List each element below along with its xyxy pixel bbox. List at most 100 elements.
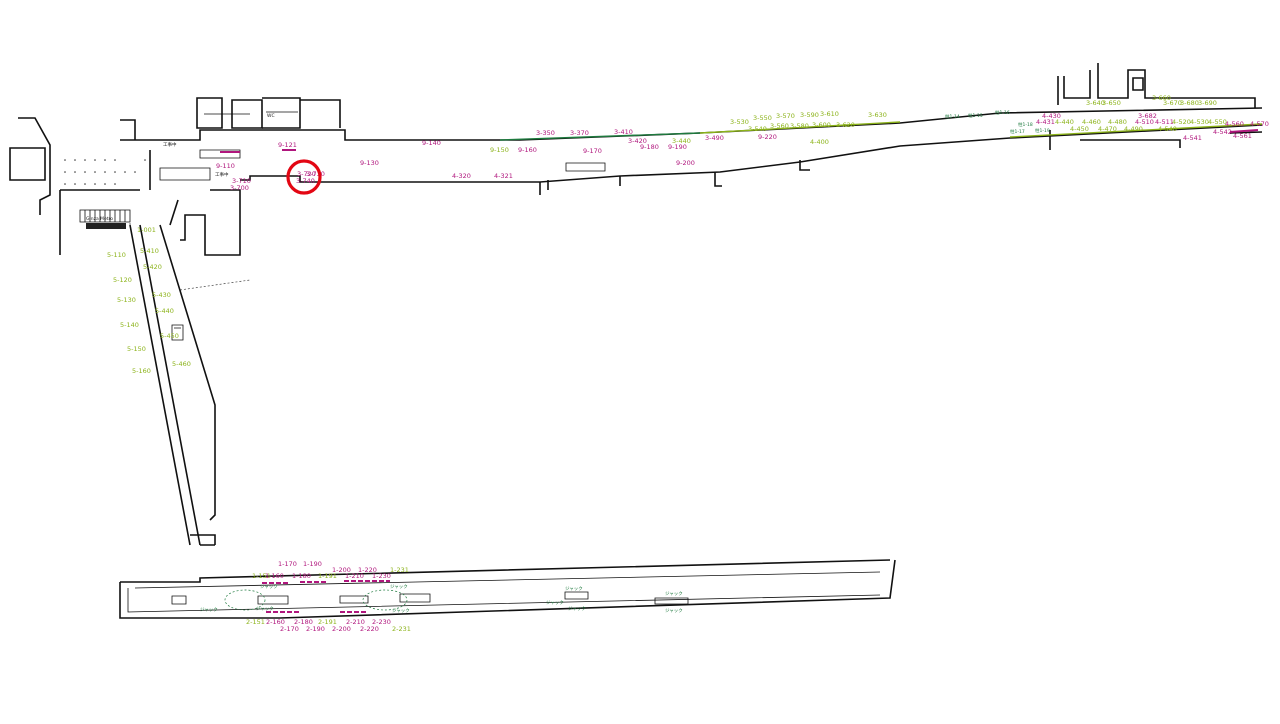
platform-code-label: 2-220 xyxy=(360,625,379,633)
concourse-code-label: 柱1-15 xyxy=(968,112,983,119)
concourse-code-label: 柱1-16 xyxy=(995,109,1010,116)
concourse-code-label: 3-700 xyxy=(230,184,249,192)
platform-code-label: 1-190 xyxy=(303,560,322,568)
corridor-code-label: 5-440 xyxy=(155,307,174,315)
concourse-code-label: 4-320 xyxy=(452,172,471,180)
code-labels: 9-1219-1103-7203-7303-7403-7103-7009-130… xyxy=(107,94,1269,633)
concourse-code-label: 3-420 xyxy=(628,137,647,145)
concourse-code-label: 9-190 xyxy=(668,143,687,151)
platform-code-label: 1-180 xyxy=(292,572,311,580)
jack-label-3: ジャック xyxy=(256,606,274,612)
platform-code-label: 2-160 xyxy=(266,618,285,626)
concourse-code-label: 3-550 xyxy=(753,114,772,122)
concourse-code-label: 3-580 xyxy=(790,122,809,130)
concourse-code-label: 4-570 xyxy=(1250,120,1269,128)
concourse-code-label: 9-220 xyxy=(758,133,777,141)
platform-code-label: 2-210 xyxy=(346,618,365,626)
concourse-code-label: 3-720 xyxy=(297,170,316,178)
corridor-code-label: 5-130 xyxy=(117,296,136,304)
platform-code-label: 1-151 xyxy=(252,572,271,580)
wc-label: WC xyxy=(267,113,275,119)
platform-level xyxy=(119,559,896,619)
jack-label-7: ジャック xyxy=(546,600,564,606)
concourse-code-label: 4-321 xyxy=(494,172,513,180)
platform-code-label: 2-200 xyxy=(332,625,351,633)
concourse-code-label: 3-710 xyxy=(232,177,251,185)
concourse-code-label: 9-110 xyxy=(216,162,235,170)
concourse-code-label: 4-541 xyxy=(1183,134,1202,142)
concourse-code-label: 4-560 xyxy=(1225,120,1244,128)
concourse-code-label: 3-730 xyxy=(306,170,325,178)
concourse-code-label: 3-560 xyxy=(770,122,789,130)
concourse-code-label: 9-150 xyxy=(490,146,509,154)
concourse-code-label: 4-530 xyxy=(1190,118,1209,126)
corridor-code-label: 5-160 xyxy=(132,367,151,375)
concourse-code-label: 9-170 xyxy=(583,147,602,155)
corridor-code-label: 5-120 xyxy=(113,276,132,284)
concourse-code-label: 4-440 xyxy=(1055,118,1074,126)
highlight-circle xyxy=(286,159,322,195)
concourse-code-label: 3-440 xyxy=(672,137,691,145)
jack-label-1: ジャック xyxy=(260,584,278,590)
concourse-code-label: 3-590 xyxy=(800,111,819,119)
platform-code-label: 1-210 xyxy=(345,572,364,580)
platform-code-label: 1-160 xyxy=(265,572,284,580)
concourse-code-label: 4-542 xyxy=(1213,128,1232,136)
concourse-code-label: 9-200 xyxy=(676,159,695,167)
concourse-code-label: 3-540 xyxy=(748,125,767,133)
corridor-code-label: 5-450 xyxy=(160,332,179,340)
concourse-code-label: 3-490 xyxy=(705,134,724,142)
concourse-code-label: 4-480 xyxy=(1108,118,1127,126)
platform-code-label: 1-170 xyxy=(278,560,297,568)
corridor-code-label: 5-430 xyxy=(152,291,171,299)
concourse-code-label: 9-130 xyxy=(360,159,379,167)
concourse-code-label: 3-670 xyxy=(1163,99,1182,107)
corridor-code-label: 1-001 xyxy=(137,226,156,234)
platform-code-label: 2-230 xyxy=(372,618,391,626)
platform-code-label: 1-220 xyxy=(358,566,377,574)
concourse-code-label: 9-121 xyxy=(278,141,297,149)
corridor-code-label: 5-420 xyxy=(143,263,162,271)
platform-code-label: 1-200 xyxy=(332,566,351,574)
concourse-accents xyxy=(220,121,1263,153)
platform-code-label: 2-151 xyxy=(246,618,265,626)
platform-code-label: 2-180 xyxy=(294,618,313,626)
concourse-code-label: 3-570 xyxy=(776,112,795,120)
platform-code-label: 2-190 xyxy=(306,625,325,633)
concourse-code-label: 3-650 xyxy=(1102,99,1121,107)
concourse-code-label: 3-370 xyxy=(570,129,589,137)
platform-code-label: 2-170 xyxy=(280,625,299,633)
concourse-code-label: 3-410 xyxy=(614,128,633,136)
platform-code-label: 2-191 xyxy=(318,618,337,626)
concourse-code-label: 3-610 xyxy=(820,110,839,118)
platform-code-label: 2-231 xyxy=(392,625,411,633)
concourse-code-label: 3-350 xyxy=(536,129,555,137)
jack-label-5: ジャック xyxy=(392,608,410,614)
construction-label-1: 工事中 xyxy=(163,141,177,148)
concourse-code-label: 4-460 xyxy=(1082,118,1101,126)
corridor-code-label: 5-140 xyxy=(120,321,139,329)
concourse-code-label: 4-450 xyxy=(1070,125,1089,133)
concourse-code-label: 3-682 xyxy=(1138,112,1157,120)
jack-label-10: ジャック xyxy=(665,608,683,614)
concourse-code-label: 柱1-18 xyxy=(1018,121,1033,128)
concourse-code-label: 4-511 xyxy=(1155,118,1174,126)
corridor-code-label: 5-110 xyxy=(107,251,126,259)
concourse-code-label: 4-550 xyxy=(1208,118,1227,126)
concourse-code-label: 3-690 xyxy=(1198,99,1217,107)
concourse-code-label: 3-620 xyxy=(836,121,855,129)
ginza-metro-sign-bar xyxy=(86,223,126,229)
concourse-code-label: 4-561 xyxy=(1233,132,1252,140)
jack-label-9: ジャック xyxy=(665,591,683,597)
concourse-code-label: 柱1-17 xyxy=(1010,128,1025,135)
concourse-code-label: 3-660 xyxy=(1152,94,1171,102)
concourse-code-label: 3-640 xyxy=(1086,99,1105,107)
concourse-code-label: 4-400 xyxy=(810,138,829,146)
concourse-code-label: 9-140 xyxy=(422,139,441,147)
jack-label-2: ジャック xyxy=(200,607,218,613)
concourse-code-label: 4-510 xyxy=(1135,118,1154,126)
concourse-code-label: 4-430 xyxy=(1042,112,1061,120)
concourse-code-label: 柱1-14 xyxy=(945,113,960,120)
